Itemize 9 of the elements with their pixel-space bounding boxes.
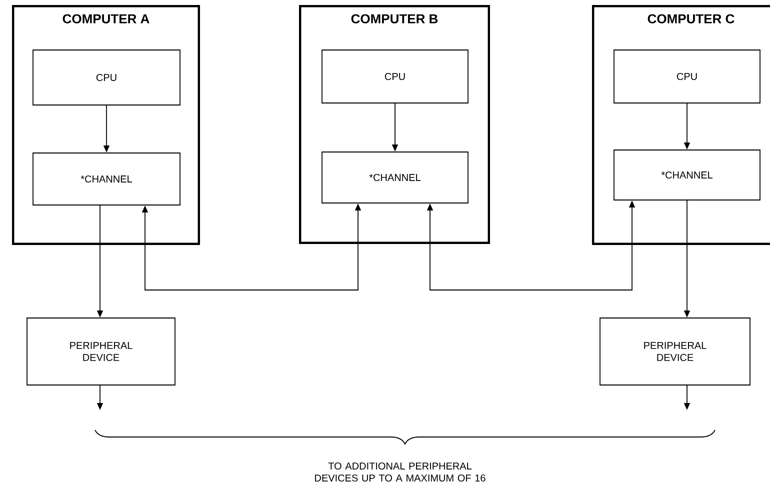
unit-box: CPU <box>322 50 468 104</box>
unit-box: *CHANNEL <box>32 152 180 206</box>
unit-box: *CHANNEL <box>322 152 468 204</box>
peripheral-box: PERIPHERAL DEVICE <box>26 318 176 386</box>
unit-box: CPU <box>32 50 180 106</box>
unit-box: *CHANNEL <box>614 150 760 200</box>
peripheral-box: PERIPHERAL DEVICE <box>600 318 750 386</box>
note: TO ADDITIONAL PERIPHERAL DEVICES UP TO A MAXIMUM OF 16 <box>315 462 486 482</box>
unit-box: CPU <box>614 50 760 104</box>
